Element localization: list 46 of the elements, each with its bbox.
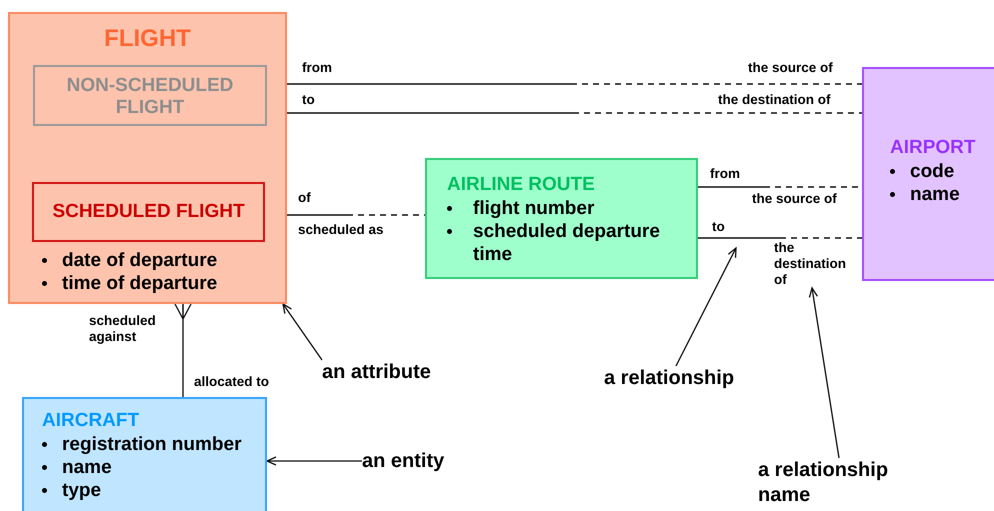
entity-name: AIRLINE ROUTE bbox=[447, 174, 595, 196]
attribute-text: code bbox=[910, 160, 954, 183]
entity-name: SCHEDULED FLIGHT bbox=[51, 201, 246, 223]
attribute-text: name bbox=[62, 456, 112, 479]
relationship-name: from bbox=[302, 60, 332, 76]
entity-box bbox=[8, 12, 287, 304]
attribute-text: name bbox=[910, 183, 960, 206]
leader-line bbox=[808, 287, 840, 458]
attribute-text: date of departure bbox=[62, 249, 218, 272]
attribute-text: flight number bbox=[473, 197, 596, 220]
attribute-text: time of departure bbox=[62, 272, 218, 295]
relationship-name: the source of bbox=[752, 191, 837, 207]
entity-box bbox=[22, 397, 267, 511]
leader-line bbox=[266, 456, 362, 466]
annotation-text: an entity bbox=[362, 449, 444, 474]
subtype-box bbox=[33, 65, 267, 126]
entity-name: NON-SCHEDULED FLIGHT bbox=[66, 75, 234, 119]
relationship-name: to bbox=[712, 219, 725, 235]
relationship-line bbox=[698, 237, 862, 239]
annotation-text: an attribute bbox=[322, 360, 431, 385]
relationship-name: the source of bbox=[748, 60, 833, 76]
relationship-name: from bbox=[710, 166, 740, 182]
relationship-name: the destination of bbox=[718, 92, 830, 108]
relationship-line bbox=[287, 83, 862, 85]
relationship-name: the destination of bbox=[774, 240, 860, 288]
relationship-name: allocated to bbox=[194, 374, 270, 390]
annotation-text: a relationship name bbox=[758, 458, 928, 508]
attribute-text: registration number bbox=[62, 433, 242, 456]
entity-name: AIRPORT bbox=[890, 137, 976, 159]
annotation-text: a relationship bbox=[604, 366, 734, 391]
leader-line bbox=[675, 247, 737, 366]
relationship-line bbox=[287, 214, 425, 216]
entity-name: AIRCRAFT bbox=[42, 410, 140, 432]
entity-name: FLIGHT bbox=[103, 28, 192, 50]
attribute-text: scheduled departure time bbox=[473, 220, 661, 266]
leader-line bbox=[282, 303, 323, 360]
relationship-name: of bbox=[298, 190, 311, 206]
relationship-name: scheduled as bbox=[298, 222, 385, 238]
entity-box bbox=[425, 158, 698, 279]
relationship-name: to bbox=[302, 92, 315, 108]
attribute-text: type bbox=[62, 479, 102, 502]
subtype-box bbox=[32, 182, 265, 242]
relationship-line bbox=[287, 112, 862, 114]
entity-box bbox=[862, 67, 994, 281]
relationship-line bbox=[174, 303, 192, 397]
relationship-name: scheduled against bbox=[89, 313, 157, 345]
